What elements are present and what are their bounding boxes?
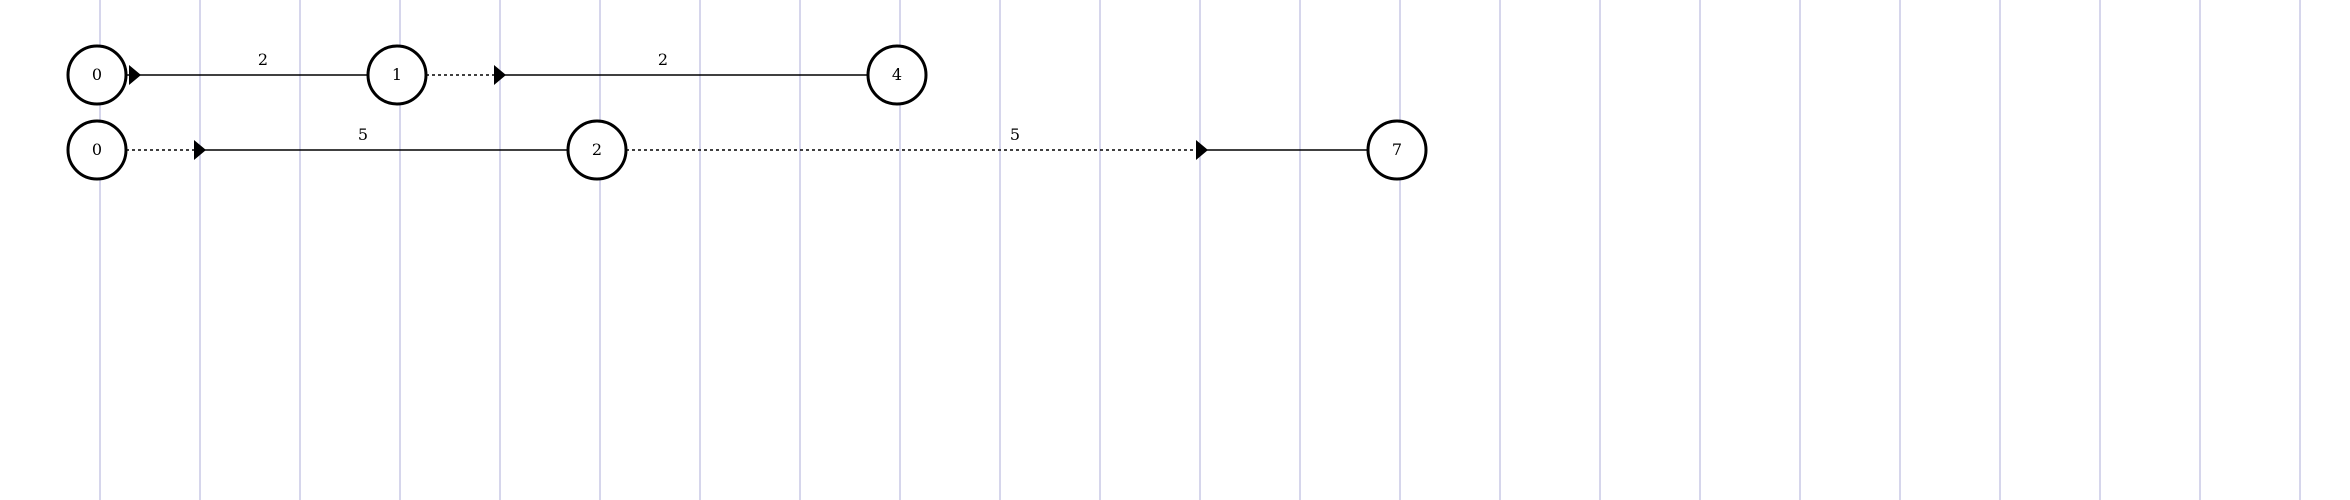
grid-lines	[99, 0, 2301, 500]
node-circle	[66, 119, 128, 181]
node-circle	[1366, 119, 1428, 181]
edge-weight-label: 2	[658, 50, 668, 69]
node-circle	[366, 44, 428, 106]
graph-node: 0	[66, 44, 128, 106]
node-label: 1	[392, 65, 402, 84]
graph-node: 1	[366, 44, 428, 106]
edges: 2 2 5 5	[126, 50, 1368, 160]
node-circle	[566, 119, 628, 181]
node-label: 0	[92, 65, 102, 84]
node-label: 0	[92, 140, 102, 159]
node-label: 4	[892, 65, 902, 84]
nodes: 0 1 4 0 2 7	[66, 44, 1428, 181]
arrowhead-icon	[194, 140, 206, 160]
arrowhead-icon	[129, 65, 141, 85]
node-circle	[66, 44, 128, 106]
graph-node: 0	[66, 119, 128, 181]
graph-node: 7	[1366, 119, 1428, 181]
node-label: 2	[592, 140, 602, 159]
edge-weight-label: 5	[358, 125, 368, 144]
arrowhead-icon	[1196, 140, 1208, 160]
edge-weight-label: 2	[258, 50, 268, 69]
graph-node: 2	[566, 119, 628, 181]
arrowhead-icon	[494, 65, 506, 85]
node-label: 7	[1392, 140, 1402, 159]
graph-node: 4	[866, 44, 928, 106]
node-circle	[866, 44, 928, 106]
edge-weight-label: 5	[1010, 125, 1020, 144]
